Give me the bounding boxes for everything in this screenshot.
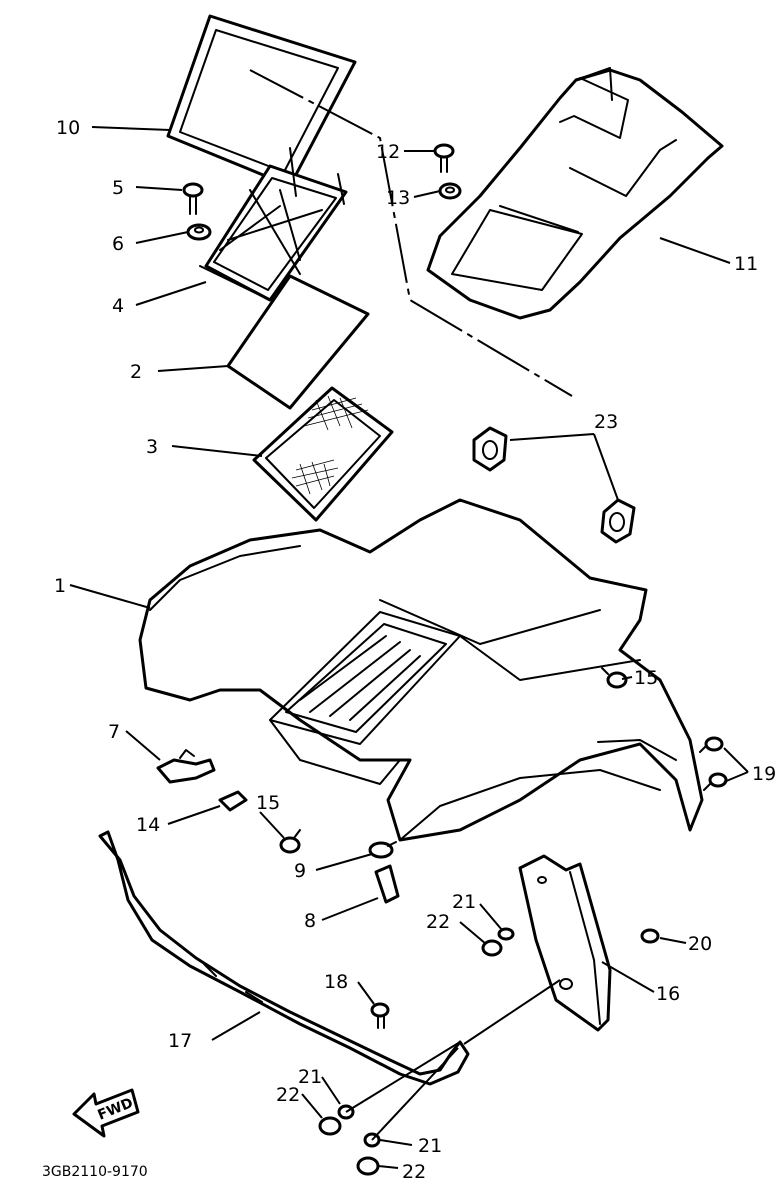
part-13-nut — [438, 182, 462, 200]
callout-20: 20 — [688, 933, 712, 955]
part-23-grommet — [472, 426, 508, 472]
part-12-screw — [433, 143, 455, 173]
callout-7: 7 — [108, 721, 120, 743]
part-22-nut — [318, 1116, 342, 1136]
callout-21b: 21 — [298, 1066, 322, 1088]
callout-9: 9 — [294, 860, 306, 882]
diagram-code: 3GB2110-9170 — [42, 1164, 148, 1180]
part-17-stay-bar — [98, 830, 470, 1086]
callout-labels: 10 5 6 4 2 3 1 7 14 15 9 8 12 13 11 23 1… — [54, 117, 776, 1183]
callout-16: 16 — [656, 983, 680, 1005]
part-21-washer — [497, 927, 515, 941]
part-2-filter-pad — [226, 274, 370, 410]
callout-19: 19 — [752, 763, 776, 785]
part-16-mud-flap — [518, 854, 612, 1032]
callout-6: 6 — [112, 233, 124, 255]
callout-15: 15 — [256, 792, 280, 814]
callout-5: 5 — [112, 177, 124, 199]
part-5-screw — [182, 182, 204, 215]
part-22-nut — [356, 1156, 380, 1176]
callout-17: 17 — [168, 1030, 192, 1052]
callout-1: 1 — [54, 575, 66, 597]
callout-11: 11 — [734, 253, 758, 275]
callout-22: 22 — [426, 911, 450, 933]
part-8-drain-tube — [374, 864, 400, 904]
part-15-bolt — [601, 667, 628, 689]
callout-18: 18 — [324, 971, 348, 993]
part-14-clip — [218, 790, 248, 812]
callout-2: 2 — [130, 361, 142, 383]
assembly-line — [249, 69, 573, 397]
callout-4: 4 — [112, 295, 124, 317]
leader-lines — [69, 126, 749, 1169]
callout-13: 13 — [386, 187, 410, 209]
part-10-frame-gasket — [166, 14, 357, 188]
callout-10: 10 — [56, 117, 80, 139]
part-11-front-panel — [426, 67, 724, 320]
callout-21c: 21 — [418, 1135, 442, 1157]
callout-8: 8 — [304, 910, 316, 932]
callout-22b: 22 — [276, 1084, 300, 1106]
callout-22c: 22 — [402, 1161, 426, 1183]
callout-15b: 15 — [634, 667, 658, 689]
part-15-bolt — [279, 829, 301, 854]
part-9-cap — [368, 841, 397, 859]
callout-3: 3 — [146, 436, 158, 458]
part-18-bolt — [370, 1002, 390, 1029]
part-4-cover-frame — [199, 147, 348, 302]
part-3-mesh-screen — [252, 386, 394, 522]
callout-21: 21 — [452, 891, 476, 913]
part-20-screw — [640, 928, 660, 944]
part-19-screw — [699, 736, 728, 791]
callout-14: 14 — [136, 814, 160, 836]
part-22-nut — [481, 939, 503, 957]
part-23-grommet — [600, 498, 636, 544]
part-7-hose-fitting — [156, 749, 216, 784]
callout-12: 12 — [376, 141, 400, 163]
part-1-fender-body — [138, 498, 704, 842]
part-6-grommet — [186, 223, 212, 241]
callout-23: 23 — [594, 411, 618, 433]
fwd-direction-arrow: FWD — [72, 1088, 140, 1138]
